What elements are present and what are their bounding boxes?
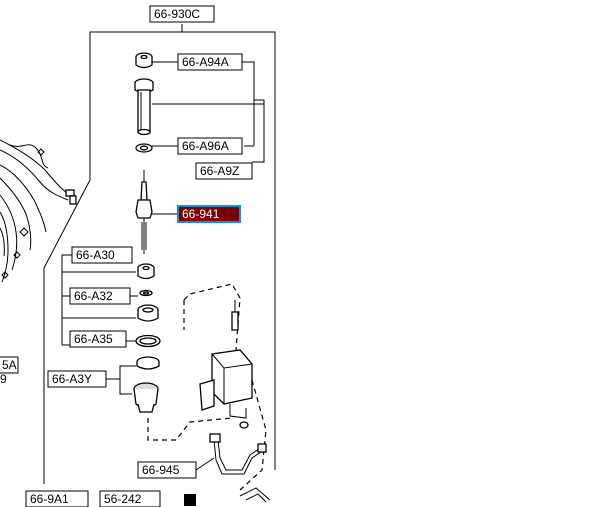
label-66-a32[interactable]: 66-A32 — [69, 287, 131, 305]
label-66-941-highlighted[interactable]: 66-941 — [177, 205, 241, 223]
svg-text:66-A96A: 66-A96A — [182, 139, 229, 153]
svg-text:66-A3Y: 66-A3Y — [52, 372, 92, 386]
label-66-a3y[interactable]: 66-A3Y — [47, 370, 107, 388]
svg-text:66-9A1: 66-9A1 — [30, 492, 69, 506]
svg-text:66-A35: 66-A35 — [74, 332, 113, 346]
label-56-242[interactable]: 56-242 — [99, 490, 161, 507]
label-66-945[interactable]: 66-945 — [137, 461, 197, 479]
svg-text:66-945: 66-945 — [142, 463, 180, 477]
label-left-partial[interactable]: 5A — [0, 356, 19, 374]
label-66-930c[interactable]: 66-930C — [149, 5, 215, 23]
assembly-frame — [43, 24, 276, 484]
wiring-harness-illustration — [0, 139, 77, 283]
nut-part — [135, 52, 153, 69]
antenna-mast-part — [135, 170, 153, 254]
motor-unit-part — [147, 283, 267, 491]
ring-part — [137, 304, 159, 322]
label-66-a30[interactable]: 66-A30 — [71, 246, 133, 264]
gasket-part — [135, 334, 161, 348]
svg-text:5A: 5A — [2, 358, 17, 372]
washer-part — [135, 143, 153, 153]
grommet-part — [137, 263, 155, 280]
svg-text:66-A9Z: 66-A9Z — [200, 164, 239, 178]
svg-text:66-A30: 66-A30 — [76, 248, 115, 262]
label-66-a94a[interactable]: 66-A94A — [177, 53, 243, 71]
black-square-marker — [184, 494, 196, 506]
spacer-part — [139, 289, 153, 297]
svg-text:56-242: 56-242 — [104, 492, 142, 506]
svg-text:66-930C: 66-930C — [154, 7, 200, 21]
label-left-partial-2: 9 — [0, 372, 7, 386]
label-66-a9z[interactable]: 66-A9Z — [195, 162, 253, 180]
sleeve-part — [134, 78, 154, 136]
label-66-9a1[interactable]: 66-9A1 — [25, 490, 89, 507]
cable-part — [209, 433, 267, 475]
label-66-a96a[interactable]: 66-A96A — [177, 137, 243, 155]
base-part — [133, 356, 160, 413]
svg-text:66-A94A: 66-A94A — [182, 55, 229, 69]
svg-text:66-A32: 66-A32 — [74, 289, 113, 303]
label-66-a35[interactable]: 66-A35 — [69, 330, 127, 348]
svg-text:66-941: 66-941 — [182, 207, 220, 221]
